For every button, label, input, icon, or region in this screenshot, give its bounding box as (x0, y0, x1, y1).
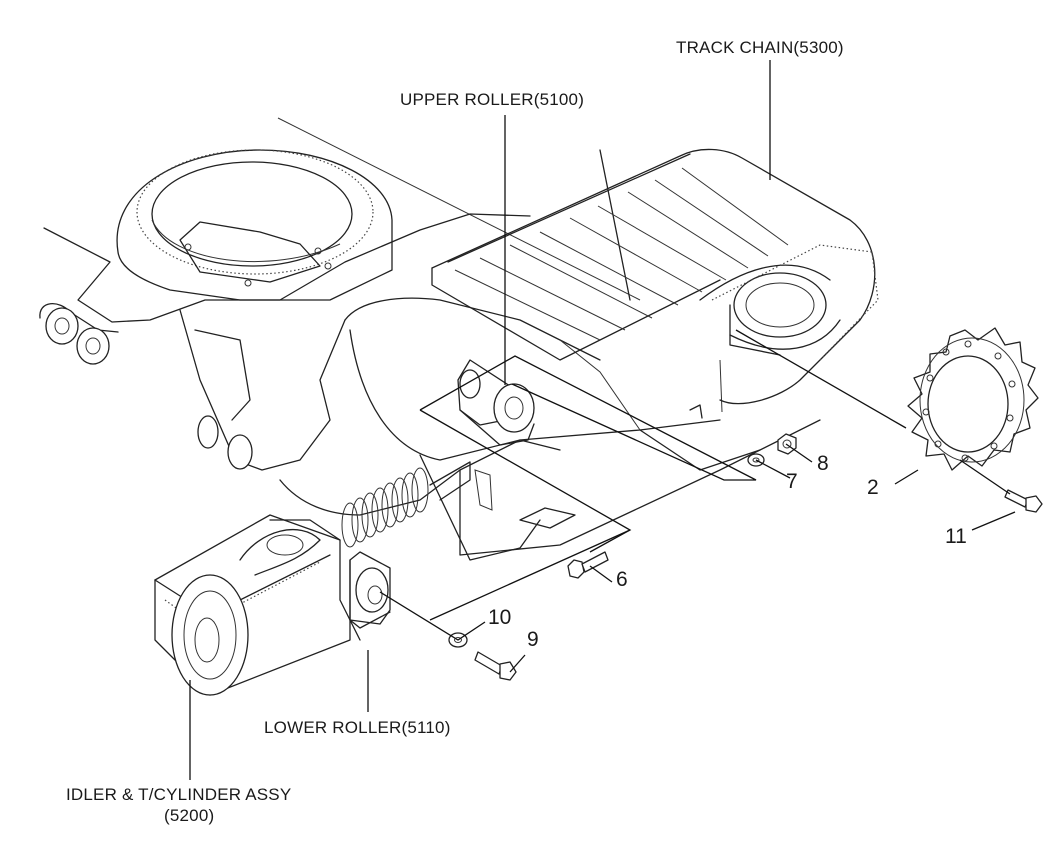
upper-roller-label: UPPER ROLLER(5100) (400, 90, 585, 109)
idler-assy-label-line1: IDLER & T/CYLINDER ASSY (66, 785, 292, 804)
lower-roller-part (349, 551, 391, 629)
callout-7: 7 (786, 470, 798, 493)
track-chain-label: TRACK CHAIN(5300) (676, 38, 844, 57)
idler-assy-label-line2: (5200) (164, 806, 215, 825)
lower-roller-label: LOWER ROLLER(5110) (264, 718, 451, 737)
callout-8: 8 (817, 452, 829, 475)
callout-9: 9 (527, 628, 539, 651)
upper-roller-part (457, 359, 535, 446)
callout-6: 6 (616, 568, 628, 591)
callout-2: 2 (867, 476, 879, 499)
leader-lines (189, 60, 1016, 780)
sprocket-part (907, 327, 1039, 471)
callout-10: 10 (488, 606, 512, 629)
idler-assembly-part (154, 461, 471, 696)
track-frame (39, 117, 821, 561)
callout-11: 11 (945, 525, 967, 548)
track-chain-drawing (431, 148, 879, 405)
